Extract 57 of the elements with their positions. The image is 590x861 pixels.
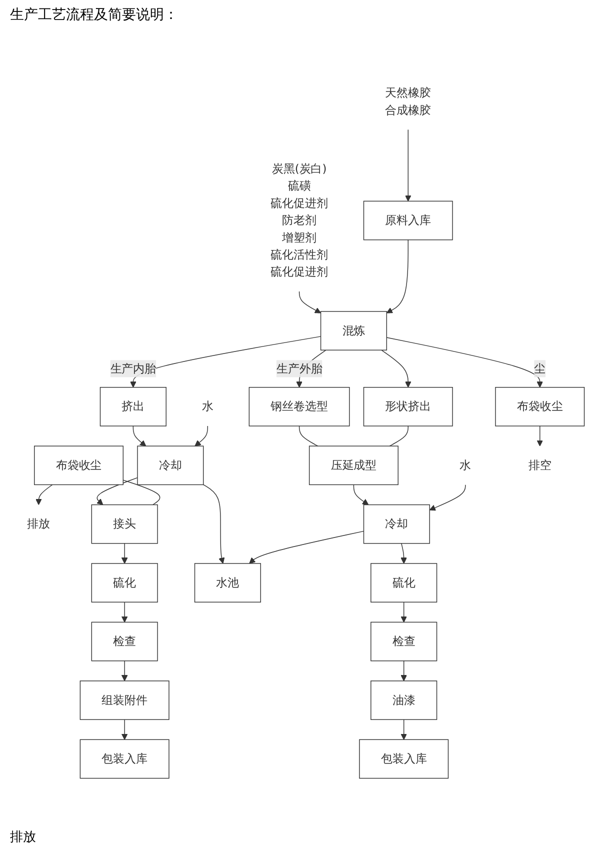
node-box: 钢丝卷选型 bbox=[248, 386, 350, 426]
arrow bbox=[130, 336, 322, 388]
arrow bbox=[386, 239, 408, 314]
arrow bbox=[404, 129, 412, 202]
edge-label: 尘 bbox=[534, 362, 546, 376]
node-box: 检查 bbox=[370, 622, 438, 662]
arrow bbox=[400, 660, 407, 682]
arrow bbox=[400, 602, 407, 622]
node-box: 硫化 bbox=[370, 563, 438, 602]
arrow bbox=[400, 719, 407, 740]
arrow bbox=[298, 291, 322, 314]
connector bbox=[122, 480, 160, 506]
arrow bbox=[249, 530, 364, 564]
edge-label: 生产内胎 bbox=[110, 362, 156, 376]
node-box: 包装入库 bbox=[80, 739, 170, 779]
node-box: 接头 bbox=[91, 504, 158, 544]
edge-label: 生产外胎 bbox=[276, 362, 322, 376]
node-box: 形状挤出 bbox=[363, 386, 453, 426]
diagram-title: 生产工艺流程及简要说明： bbox=[10, 6, 179, 24]
arrow bbox=[96, 477, 138, 506]
arrow bbox=[121, 719, 128, 740]
node-text: 水 bbox=[202, 400, 214, 414]
arrow bbox=[400, 543, 407, 564]
arrow bbox=[536, 426, 544, 446]
arrow bbox=[429, 484, 466, 511]
node-box: 混炼 bbox=[320, 311, 387, 350]
node-text: 排空 bbox=[528, 458, 552, 472]
arrow bbox=[194, 426, 208, 446]
node-box: 布袋收尘 bbox=[34, 446, 124, 486]
node-box: 原料入库 bbox=[363, 200, 453, 240]
arrow bbox=[132, 426, 146, 446]
arrow bbox=[36, 484, 53, 506]
node-box: 硫化 bbox=[91, 563, 158, 602]
arrow bbox=[386, 337, 544, 388]
arrow bbox=[121, 602, 128, 622]
node-box: 冷却 bbox=[137, 446, 204, 486]
node-box: 包装入库 bbox=[359, 739, 449, 779]
arrow bbox=[203, 484, 225, 564]
node-box: 水池 bbox=[194, 563, 261, 602]
arrow bbox=[381, 350, 412, 388]
arrow bbox=[121, 543, 128, 564]
node-box: 检查 bbox=[91, 622, 158, 662]
node-box: 布袋收尘 bbox=[495, 386, 585, 426]
node-text: 水 bbox=[460, 458, 472, 472]
node-box: 组装附件 bbox=[80, 680, 170, 720]
connector bbox=[298, 426, 318, 446]
connector bbox=[389, 426, 408, 446]
node-box: 压延成型 bbox=[308, 446, 398, 486]
node-box: 挤出 bbox=[100, 386, 166, 426]
arrow bbox=[121, 660, 128, 682]
node-text: 炭黑(炭白) 硫磺 硫化促进剂 防老剂 增塑剂 硫化活性剂 硫化促进剂 bbox=[270, 162, 328, 278]
node-box: 冷却 bbox=[363, 504, 430, 544]
arrow bbox=[353, 484, 369, 506]
node-text: 排放 bbox=[27, 516, 50, 531]
node-box: 油漆 bbox=[370, 680, 438, 720]
note-text: 排放 bbox=[10, 830, 36, 845]
node-text: 天然橡胶 合成橡胶 bbox=[385, 86, 432, 117]
